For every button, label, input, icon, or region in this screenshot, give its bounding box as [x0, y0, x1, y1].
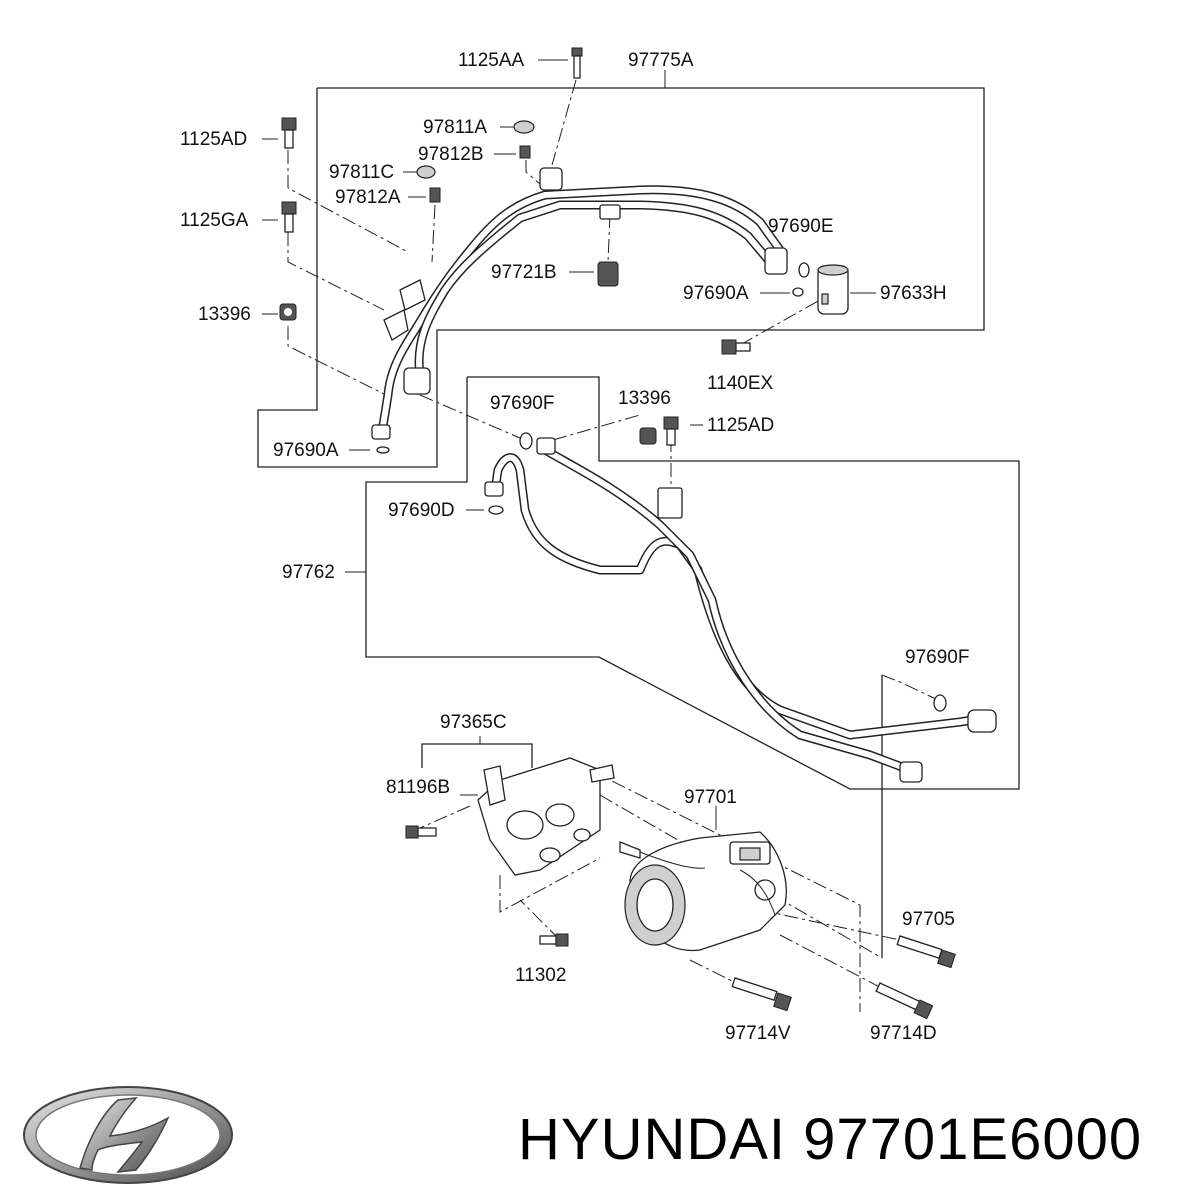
label-97714V: 97714V	[725, 1023, 791, 1044]
cap-97811A-icon	[513, 120, 535, 134]
label-1125AD-mid: 1125AD	[707, 415, 774, 436]
pipe-assembly-upper	[371, 167, 788, 440]
small-parts-lower	[488, 416, 947, 712]
valve-97812A-icon	[429, 187, 441, 203]
oring-97690F-right-icon	[933, 694, 947, 712]
label-97690A-right: 97690A	[683, 283, 749, 304]
oring-97690F-top-icon	[519, 432, 533, 450]
label-97690E: 97690E	[768, 216, 834, 237]
label-97812B: 97812B	[418, 144, 484, 165]
label-97812A: 97812A	[335, 187, 401, 208]
compressor-97701-icon	[619, 831, 787, 952]
bolt-1125AD-top-icon	[281, 117, 297, 149]
valve-97812B-icon	[519, 145, 531, 159]
bolts-compressor	[539, 933, 956, 1020]
label-13396-mid: 13396	[618, 388, 671, 409]
label-97705: 97705	[902, 909, 955, 930]
alignment-lines	[287, 79, 939, 1012]
nut-13396-left-icon	[279, 303, 297, 321]
part-labels: 1125AA 97775A 97811A 1125AD 97812B 97811…	[180, 50, 969, 1044]
sensor-97721B-icon	[597, 261, 619, 287]
label-97811C: 97811C	[329, 162, 394, 183]
bracket-frame-97365C	[421, 743, 533, 768]
bolt-1140EX-icon	[721, 339, 751, 355]
label-13396-left: 13396	[198, 304, 251, 325]
small-parts-upper	[279, 47, 849, 454]
oring-97690A-right-icon	[792, 287, 804, 297]
leader-lines	[262, 59, 876, 830]
bolt-1125AD-mid-icon	[663, 416, 679, 446]
bolt-97714V-icon	[731, 977, 792, 1012]
bolt-1125AA-icon	[571, 47, 583, 79]
cap-97811C-icon	[416, 165, 436, 179]
label-81196B: 81196B	[386, 777, 450, 798]
label-1125AD-top: 1125AD	[180, 129, 247, 150]
oring-97690E-icon	[798, 262, 810, 278]
hyundai-logo-icon	[23, 1086, 233, 1184]
label-11302: 11302	[515, 965, 566, 986]
label-97811A: 97811A	[423, 117, 487, 138]
receiver-drier-97633H-icon	[817, 264, 849, 315]
bolt-97714D-icon	[875, 982, 934, 1020]
label-1125AA: 1125AA	[458, 50, 525, 71]
bolt-11302-icon	[539, 933, 569, 947]
label-1140EX: 1140EX	[707, 373, 774, 394]
label-97701: 97701	[684, 787, 737, 808]
assembly-frame-97762	[365, 376, 1020, 790]
pipe-assembly-lower	[484, 437, 997, 783]
label-97714D: 97714D	[870, 1023, 937, 1044]
label-97762: 97762	[282, 562, 335, 583]
label-97365C: 97365C	[440, 712, 507, 733]
label-97775A: 97775A	[628, 50, 694, 71]
label-97690F-top: 97690F	[490, 393, 554, 414]
label-97633H: 97633H	[880, 283, 947, 304]
oring-97690D-icon	[488, 505, 504, 515]
bolt-97705-icon	[896, 935, 956, 969]
bracket-97365C-icon	[477, 757, 615, 876]
assembly-frame-97775A	[257, 87, 985, 468]
part-number-caption: HYUNDAI 97701E6000	[518, 1107, 1143, 1172]
label-97690D: 97690D	[388, 500, 455, 521]
oring-97690A-left-icon	[376, 446, 390, 454]
label-97721B: 97721B	[491, 262, 557, 283]
bolt-1125GA-icon	[281, 201, 297, 233]
label-1125GA: 1125GA	[180, 210, 249, 231]
label-97690F-right: 97690F	[905, 647, 969, 668]
nut-13396-mid-icon	[639, 427, 657, 445]
bolt-81196B-icon	[405, 825, 437, 839]
label-97690A-left: 97690A	[273, 440, 339, 461]
